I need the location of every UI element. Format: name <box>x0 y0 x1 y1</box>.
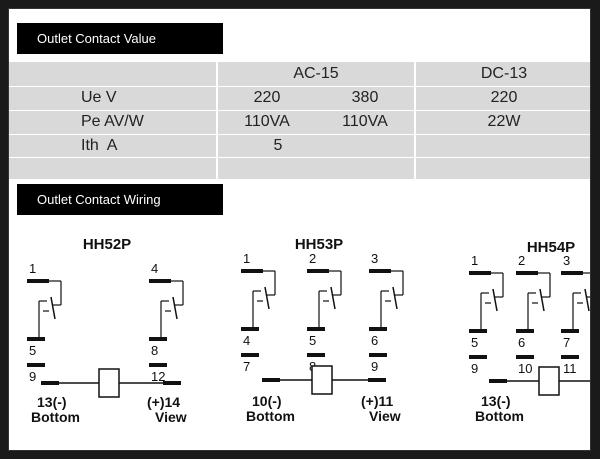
contact-top-label: 4 <box>151 261 158 276</box>
cell-pe-ac-2: 110VA <box>342 113 388 130</box>
cell-pe-dc: 22W <box>487 113 521 130</box>
contact-arm <box>392 286 398 310</box>
contact-top-label: 3 <box>563 253 570 268</box>
bottom-view-note: Bottom <box>475 408 524 424</box>
terminal-bar-mid <box>241 327 259 331</box>
coil-left-label: 10(-) <box>252 393 282 409</box>
terminal-bar-mid <box>307 327 325 331</box>
contact-mid-label: 5 <box>29 343 36 358</box>
terminal-bar-mid <box>369 327 387 331</box>
contact-arm <box>50 296 56 320</box>
contact-top-label: 1 <box>471 253 478 268</box>
terminal-bar-top <box>27 279 49 283</box>
table-divider <box>9 134 590 135</box>
table-divider <box>9 110 590 111</box>
cell-ue-ac-380: 380 <box>351 89 379 106</box>
coil-terminal-right <box>163 381 181 385</box>
terminal-bar-top <box>369 269 391 273</box>
contact-arm <box>330 286 336 310</box>
row-label-ue: Ue V <box>81 89 117 106</box>
terminal-bar-mid <box>516 329 534 333</box>
coil-left-label: 13(-) <box>37 394 67 410</box>
contact-mid-label: 8 <box>151 343 158 358</box>
contact-bot-label: 12 <box>151 369 165 384</box>
table-divider <box>216 62 218 179</box>
terminal-bar-top <box>469 271 491 275</box>
contact-top-label: 2 <box>309 251 316 266</box>
outlet-contact-value-heading: Outlet Contact Value <box>17 23 223 54</box>
contact-arm <box>492 288 498 312</box>
cell-pe-ac-1: 110VA <box>244 113 290 130</box>
terminal-bar-mid <box>561 329 579 333</box>
contact-mid-label: 5 <box>471 335 478 350</box>
contact-bot-label: 9 <box>371 359 378 374</box>
coil-terminal-left <box>41 381 59 385</box>
coil-left-label: 13(-) <box>481 393 511 409</box>
model-hh52p: HH52P <box>83 236 131 253</box>
table-divider <box>9 86 590 87</box>
terminal-bar-bot <box>561 355 579 359</box>
terminal-bar-mid <box>27 337 45 341</box>
contact-arm <box>264 286 270 310</box>
contact-mid-label: 6 <box>518 335 525 350</box>
coil-terminal-right <box>368 378 386 382</box>
spec-sheet: Outlet Contact Value AC-15 DC-13 Ue V 22… <box>8 8 591 451</box>
contact-bot-label: 11 <box>563 361 577 376</box>
contact-mid-label: 7 <box>563 335 570 350</box>
terminal-bar-bot <box>149 363 167 367</box>
contact-top-label: 2 <box>518 253 525 268</box>
cell-ue-ac-220: 220 <box>253 89 281 106</box>
row-label-ith: Ith A <box>81 137 118 154</box>
terminal-bar-bot <box>27 363 45 367</box>
contact-top-label: 3 <box>371 251 378 266</box>
coil-symbol <box>538 366 560 396</box>
bottom-view-note: Bottom <box>31 409 80 425</box>
terminal-bar-bot <box>241 353 259 357</box>
cell-ue-dc-220: 220 <box>490 89 518 106</box>
header-dc13: DC-13 <box>480 65 528 82</box>
contact-bot-label: 7 <box>243 359 250 374</box>
contact-arm <box>584 288 590 312</box>
table-divider <box>414 62 416 179</box>
coil-terminal-left <box>489 379 507 383</box>
contact-mid-label: 6 <box>371 333 378 348</box>
contact-top-label: 1 <box>29 261 36 276</box>
bottom-view-note: Bottom <box>246 408 295 424</box>
terminal-bar-mid <box>469 329 487 333</box>
contact-bot-label: 9 <box>471 361 478 376</box>
terminal-bar-top <box>307 269 329 273</box>
header-ac15: AC-15 <box>293 65 339 82</box>
terminal-bar-top <box>241 269 263 273</box>
contact-bot-label: 10 <box>518 361 532 376</box>
coil-symbol <box>311 365 333 395</box>
terminal-bar-bot <box>369 353 387 357</box>
wiring-diagrams: HH52P159481213(-)Bottom(+)14ViewHH53P147… <box>27 236 590 425</box>
terminal-bar-top <box>561 271 583 275</box>
model-hh53p: HH53P <box>295 236 343 253</box>
table-divider <box>9 157 590 158</box>
terminal-bar-top <box>149 279 171 283</box>
contact-arm <box>172 296 178 320</box>
coil-right-label: (+)11 <box>361 393 394 409</box>
terminal-bar-bot <box>469 355 487 359</box>
terminal-bar-bot <box>307 353 325 357</box>
contact-value-table: AC-15 DC-13 Ue V 220 380 220 Pe AV/W 110… <box>9 62 590 179</box>
contact-bot-label: 9 <box>29 369 36 384</box>
terminal-bar-mid <box>149 337 167 341</box>
contact-mid-label: 4 <box>243 333 250 348</box>
coil-terminal-left <box>262 378 280 382</box>
row-label-pe: Pe AV/W <box>81 113 144 130</box>
outlet-contact-wiring-heading: Outlet Contact Wiring <box>17 184 223 215</box>
contact-mid-label: 5 <box>309 333 316 348</box>
terminal-bar-top <box>516 271 538 275</box>
bottom-view-note: View <box>155 409 187 425</box>
coil-symbol <box>98 368 120 398</box>
cell-ith: 5 <box>273 137 283 154</box>
model-hh54p: HH54P <box>527 239 575 256</box>
coil-right-label: (+)14 <box>147 394 180 410</box>
bottom-view-note: View <box>369 408 401 424</box>
terminal-bar-bot <box>516 355 534 359</box>
contact-arm <box>539 288 545 312</box>
contact-top-label: 1 <box>243 251 250 266</box>
